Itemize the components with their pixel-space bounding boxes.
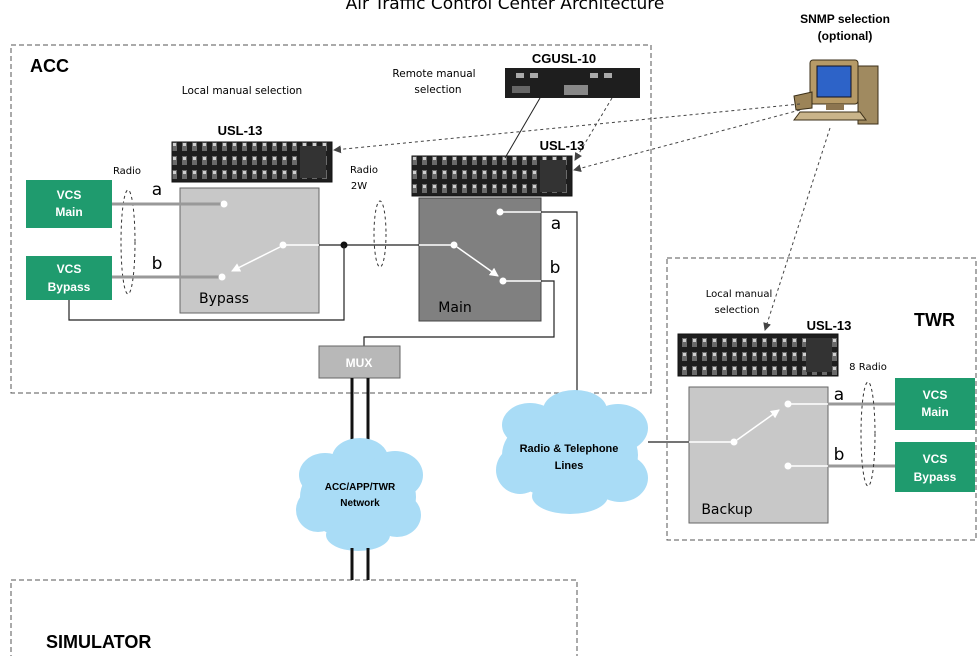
lines-sub: Lines xyxy=(555,460,584,472)
backup-common xyxy=(730,438,738,446)
twr-radio-ellipse xyxy=(860,381,876,487)
backup-switch-label: Backup xyxy=(701,502,752,518)
main-b-output-line xyxy=(363,280,555,346)
twr-selection-label: selection xyxy=(715,305,760,316)
usl-bypass-label: USL-13 xyxy=(218,123,263,138)
twr-vcs-bypass-label: VCS xyxy=(923,452,948,466)
acc-radio-bundle-ellipse xyxy=(120,189,136,295)
radio-2w-label: Radio xyxy=(350,165,378,176)
acc-port-a: a xyxy=(152,180,162,200)
mux-label: MUX xyxy=(346,356,373,370)
main-port-b: b xyxy=(550,258,561,278)
main-port-a: a xyxy=(551,214,561,234)
bypass-contact-b xyxy=(218,273,226,281)
bypass-switch-box xyxy=(179,187,320,314)
usl-13-twr-rack xyxy=(677,333,839,377)
acc-remote-selection-label: selection xyxy=(414,84,461,96)
usl-main-label: USL-13 xyxy=(540,138,585,153)
simulator-region xyxy=(10,579,578,656)
bypass-switch-arm xyxy=(231,246,281,272)
twr-vcs-main-sub: Main xyxy=(921,405,948,419)
acc-vcs-main-box xyxy=(26,180,112,228)
cgusl-label: CGUSL-10 xyxy=(532,51,596,66)
bypass-switch-label: Bypass xyxy=(199,291,249,307)
backup-switch-arm xyxy=(736,409,780,441)
diagram-title: Air Traffic Control Center Architecture xyxy=(346,0,665,14)
lines-label: Radio & Telephone xyxy=(520,443,619,455)
radio-telephone-cloud xyxy=(496,390,648,514)
acc-remote-manual-label: Remote manual xyxy=(392,68,475,80)
twr-region xyxy=(666,257,977,541)
snmp-to-usl-twr-arrow xyxy=(763,127,831,331)
acc-port-b: b xyxy=(152,254,163,274)
network-cloud xyxy=(296,438,423,551)
junction-to-vcs-bypass-line xyxy=(68,245,345,321)
cgusl-10-device xyxy=(505,68,640,98)
usl-13-main-rack xyxy=(411,155,573,197)
twr-local-manual-label: Local manual xyxy=(706,289,773,300)
radio-2w-ellipse xyxy=(373,200,387,268)
twr-label: TWR xyxy=(914,310,955,330)
simulator-label: SIMULATOR xyxy=(46,632,151,652)
twr-port-b: b xyxy=(834,445,845,465)
acc-vcs-bypass-box xyxy=(26,256,112,300)
mux-box xyxy=(318,345,401,379)
snmp-computer-icon xyxy=(793,59,879,125)
snmp-to-usl-bypass-arrow xyxy=(333,103,801,154)
main-common xyxy=(450,241,458,249)
snmp-to-usl-main-arrow xyxy=(573,109,801,173)
acc-local-manual-label: Local manual selection xyxy=(182,85,302,97)
acc-radio-label: Radio xyxy=(113,166,141,177)
cgusl-link-line xyxy=(504,97,541,159)
twr-usl-label: USL-13 xyxy=(807,318,852,333)
twr-port-a: a xyxy=(834,385,844,405)
acc-label: ACC xyxy=(30,56,69,76)
main-switch-box xyxy=(418,197,542,322)
snmp-optional-label: (optional) xyxy=(818,29,873,43)
main-switch-label: Main xyxy=(438,300,471,316)
usl-13-bypass-rack xyxy=(171,141,333,183)
cgusl-to-usl-main-arrow xyxy=(574,97,613,161)
twr-vcs-main-box xyxy=(895,378,975,430)
acc-vcs-bypass-sub: Bypass xyxy=(48,280,91,294)
twr-radio-label: 8 Radio xyxy=(849,362,887,373)
acc-region xyxy=(10,44,652,394)
network-label: ACC/APP/TWR xyxy=(325,482,396,493)
snmp-label: SNMP selection xyxy=(800,12,890,26)
twr-vcs-main-label: VCS xyxy=(923,388,948,402)
acc-vcs-main-sub: Main xyxy=(55,205,82,219)
acc-vcs-bypass-label: VCS xyxy=(57,262,82,276)
bypass-contact-a xyxy=(220,200,228,208)
main-switch-arm xyxy=(456,246,499,277)
backup-switch-box xyxy=(688,386,829,524)
network-sub: Network xyxy=(340,498,380,509)
twr-vcs-bypass-sub: Bypass xyxy=(914,470,957,484)
acc-vcs-main-label: VCS xyxy=(57,188,82,202)
twr-vcs-bypass-box xyxy=(895,442,975,492)
main-a-output-line xyxy=(541,211,578,418)
radio-2w-sub: 2W xyxy=(351,181,367,192)
